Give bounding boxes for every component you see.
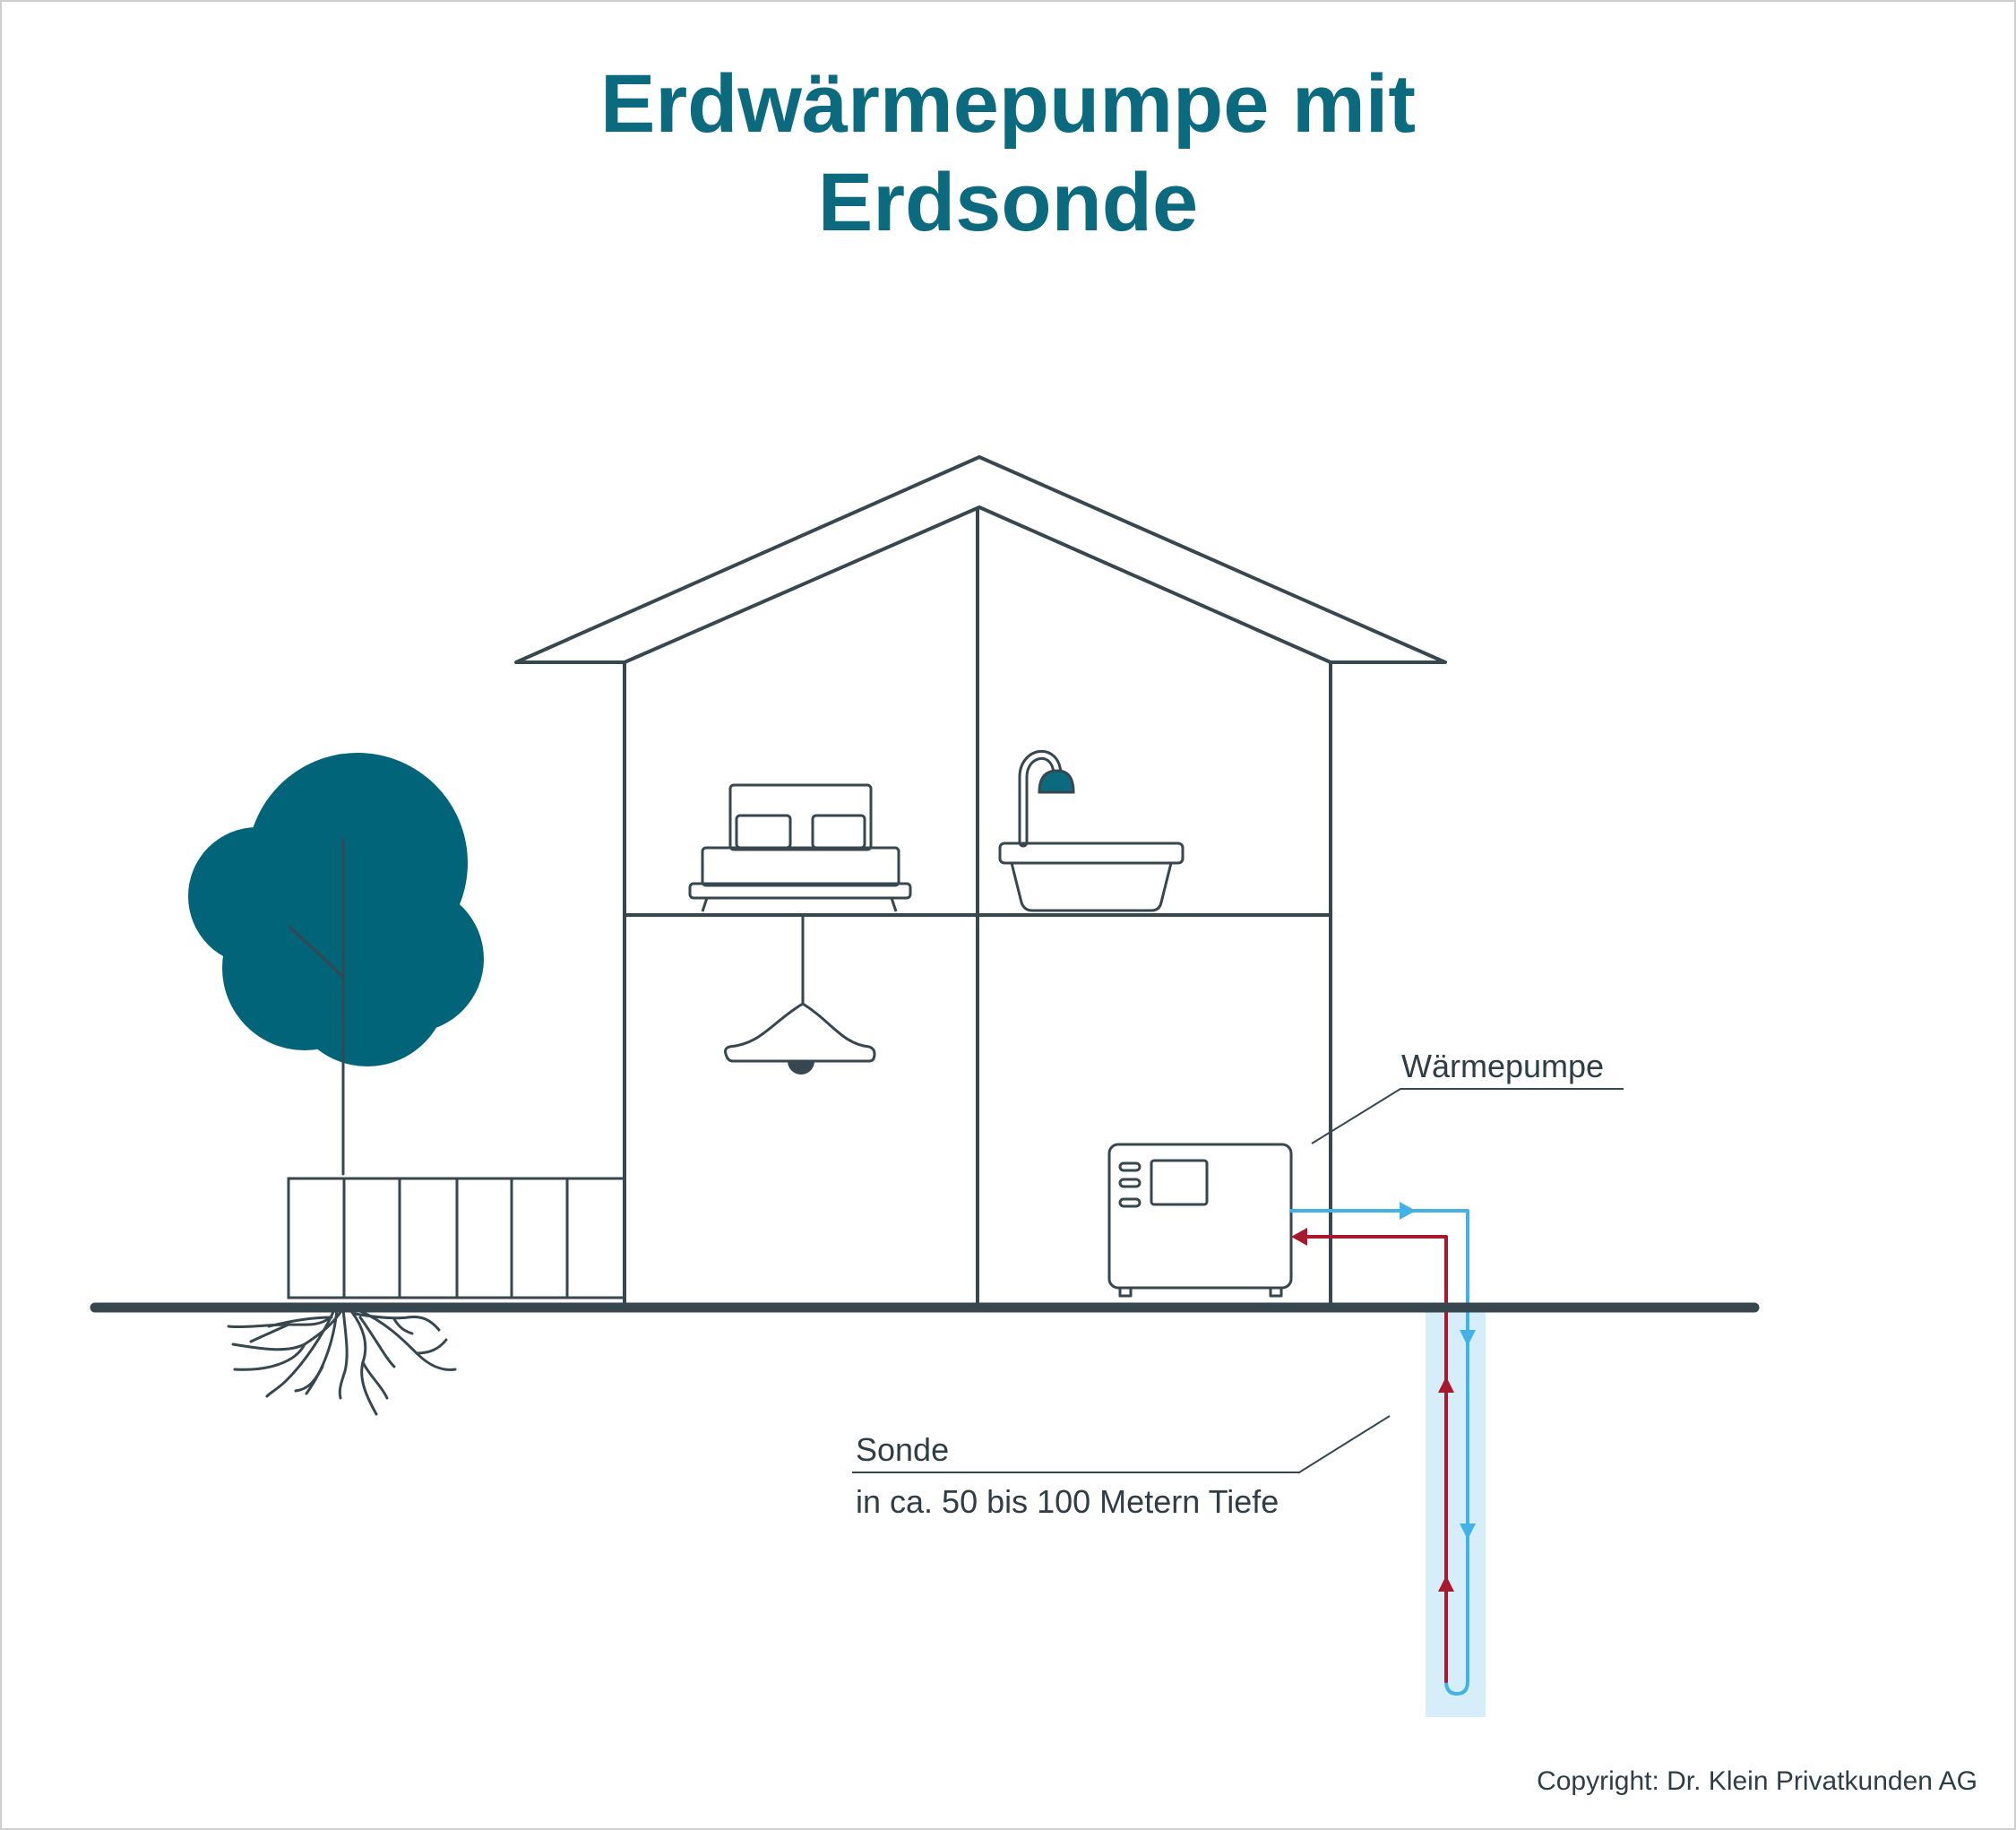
cold-flow-arrow-down-1 [1460, 1330, 1476, 1346]
house-outer-walls [623, 660, 1332, 1307]
probe-callout-line [852, 1415, 1391, 1473]
bathtub-icon [998, 750, 1185, 912]
tree-crown [188, 753, 484, 1066]
copyright-notice: Copyright: Dr. Klein Privatkunden AG [1537, 1766, 1977, 1796]
probe-label: Sonde [856, 1431, 949, 1468]
tree-roots [227, 1307, 457, 1416]
heat-pump-callout-line [1311, 1088, 1624, 1144]
cold-flow-arrow-down-2 [1460, 1524, 1476, 1540]
borehole-shaft [1426, 1310, 1486, 1717]
house [514, 455, 1447, 1307]
cold-supply-pipe [1289, 1209, 1469, 1696]
probe-depth-label: in ca. 50 bis 100 Metern Tiefe [856, 1483, 1279, 1520]
warm-flow-arrow-left [1291, 1228, 1307, 1246]
heat-pump-unit [1107, 1143, 1293, 1298]
garden-fence [287, 1177, 626, 1299]
warm-flow-arrow-up-1 [1438, 1377, 1454, 1393]
warm-flow-arrow-up-2 [1438, 1575, 1454, 1592]
title-line-2: Erdsonde [817, 157, 1199, 248]
tree [188, 753, 484, 1416]
flow-arrows [1291, 1202, 1476, 1592]
warm-return-pipe [1297, 1235, 1448, 1683]
title-line-1: Erdwärmepumpe mit [600, 58, 1416, 150]
tree-trunk [288, 838, 345, 1176]
ceiling-lamp-icon [724, 915, 876, 1075]
heat-pump-label: Wärmepumpe [1401, 1048, 1604, 1084]
bed-icon [688, 783, 912, 912]
house-roof [514, 455, 1447, 664]
cold-flow-arrow-right [1400, 1202, 1416, 1220]
